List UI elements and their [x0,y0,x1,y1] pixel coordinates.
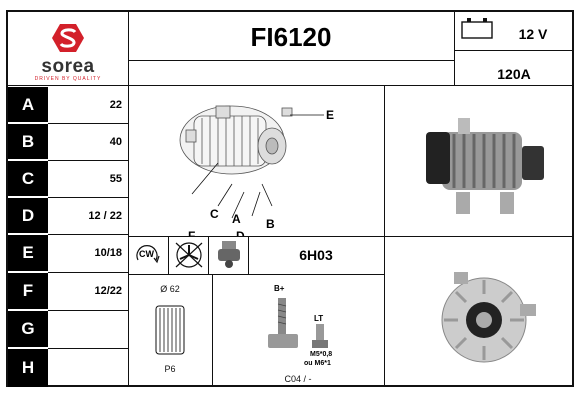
amperage: 120A [497,66,531,82]
part-number: FI6120 [250,21,332,52]
brand-name: sorea [41,56,95,77]
row-value-g [48,311,128,347]
dim-label-d: D [236,229,245,236]
regulator-code: 6H03 [299,247,333,263]
brand-tagline: DRIVEN BY QUALITY [34,76,102,82]
row-value-e: 10/18 [94,247,122,259]
alternator-dimension-drawing: E C A B F D [179,105,334,236]
b-plus-label: B+ [274,284,285,293]
dim-label-b: B [266,217,275,231]
row-letter-a: A [8,87,48,122]
rotation-label: CW [139,249,154,259]
thread-spec-1: M5*0,8 [310,351,333,358]
thread-spec-2: ou M6*1 [304,360,331,367]
row-value-b: 40 [109,135,122,148]
row-letter-e: E [8,235,48,271]
b-plus-bolt-icon [268,298,298,348]
battery-icon [461,18,493,39]
row-letter-g: G [8,311,48,347]
pulley-diameter: Ø 62 [160,284,180,294]
row-letter-c: C [8,161,48,196]
alternator-side-photo [426,118,544,214]
pulley-type: P6 [164,364,176,374]
lt-bolt-icon [312,324,328,348]
alternator-front-photo [441,272,536,363]
row-letter-f: F [8,273,48,309]
dim-label-c: C [210,207,219,221]
row-letter-d: D [8,198,48,233]
row-value-a: 22 [109,98,122,111]
voltage: 12 V [518,26,548,42]
pulley-icon [155,305,185,355]
cw-rotation-icon: CW [130,240,166,270]
brand-logo: sorea DRIVEN BY QUALITY [8,12,128,85]
no-fan-icon [175,242,203,268]
row-value-f: 12/22 [94,285,122,297]
row-value-h [48,349,128,387]
regulator-icon [218,241,240,268]
dim-label-f: F [188,229,195,236]
spec-sheet: sorea DRIVEN BY QUALITY FI6120 12 V 120A… [6,10,574,387]
connector-code: C04 / - [284,374,312,384]
lt-label: LT [314,314,324,323]
row-value-d: 12 / 22 [88,209,122,222]
row-value-c: 55 [109,172,122,185]
dim-label-a: A [232,212,241,226]
row-letter-h: H [8,349,48,387]
row-letter-b: B [8,124,48,159]
sorea-emblem-icon [52,24,84,52]
dim-label-e: E [326,108,334,122]
